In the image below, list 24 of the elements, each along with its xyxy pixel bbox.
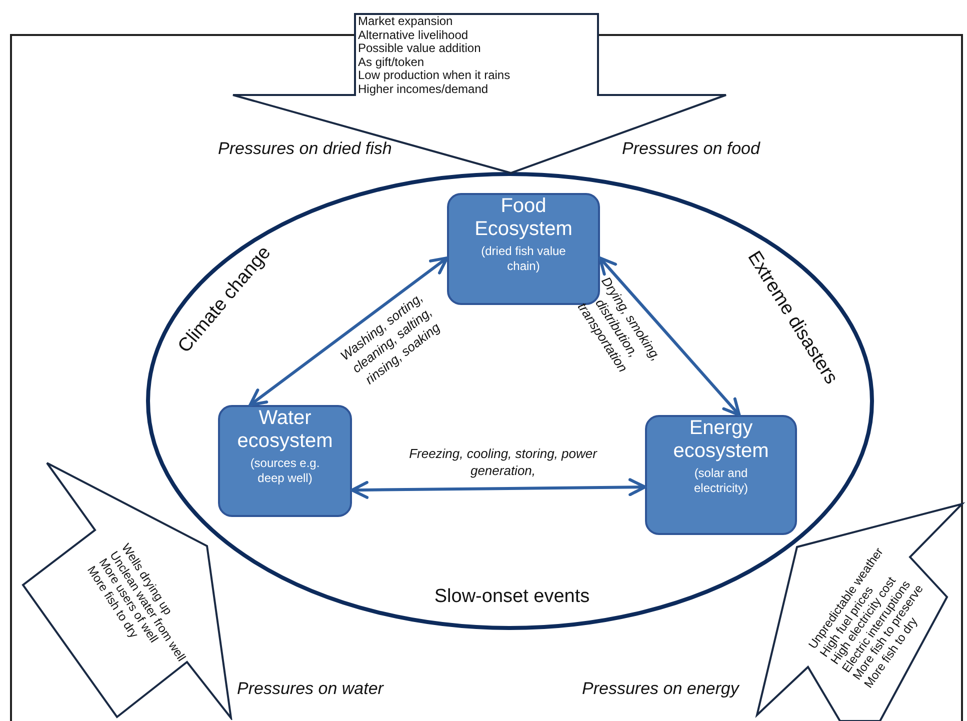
- pressure-list-item: Alternative livelihood: [358, 28, 470, 42]
- pressure-block-arrow: [20, 460, 235, 720]
- pressure-label: Pressures on water: [237, 679, 384, 699]
- pressure-label: Pressures on dried fish: [218, 139, 392, 159]
- double-headed-arrow: [248, 256, 448, 406]
- ecosystem-box: [645, 415, 797, 535]
- double-headed-arrow: [350, 478, 646, 499]
- node-subtitle: (solar and electricity): [692, 466, 749, 496]
- node-subtitle: (sources e.g. deep well): [249, 456, 321, 486]
- node-subtitle: (dried fish value chain): [480, 244, 567, 274]
- pressure-label: Pressures on food: [622, 139, 760, 159]
- pressure-label: Pressures on energy: [582, 679, 739, 699]
- node-title: Energy ecosystem: [672, 417, 770, 463]
- pressure-list-item: As gift/token: [358, 56, 426, 69]
- pressure-list-item: Higher incomes/demand: [358, 82, 490, 96]
- node-title: Water ecosystem: [236, 407, 334, 453]
- ecosystem-box: [218, 405, 352, 517]
- pressure-list-item: Low production when it rains: [358, 69, 510, 82]
- driver-label: Slow-onset events: [434, 586, 590, 608]
- node-title: Food Ecosystem: [474, 195, 574, 241]
- pressure-list-item: Market expansion: [358, 15, 454, 28]
- pressure-list-item: Possible value addition: [358, 42, 482, 56]
- edge-label: Freezing, cooling, storing, power generation,: [408, 445, 598, 479]
- double-headed-arrow: [598, 256, 741, 416]
